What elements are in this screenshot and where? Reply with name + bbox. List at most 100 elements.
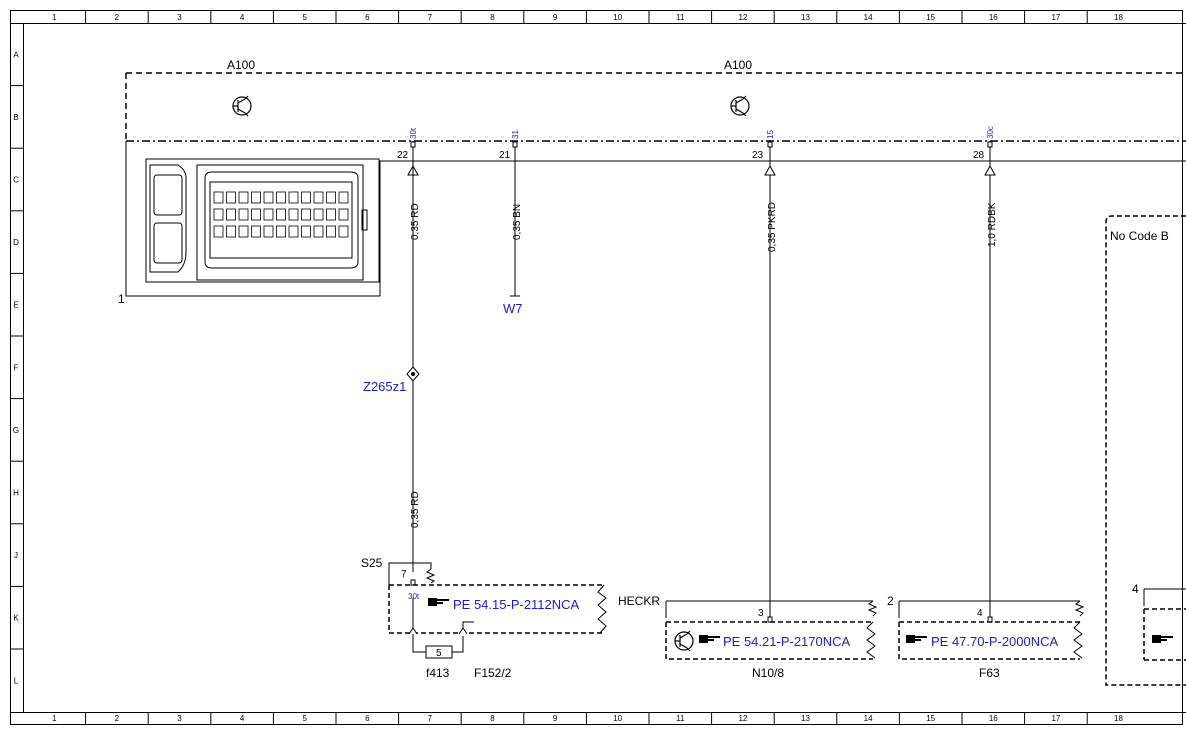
wire-label: 0,35 RD <box>410 203 421 240</box>
pin-21-terminal <box>510 141 520 297</box>
connector-cavity <box>326 208 336 221</box>
grid-row-left: F <box>14 363 19 372</box>
grid-column-top: 5 <box>302 13 307 22</box>
wire-label: 0,35 PKRD <box>767 202 778 252</box>
connector-number: 1 <box>118 292 125 306</box>
connector-cavity <box>251 225 261 238</box>
connector-cavity <box>313 225 324 238</box>
fuse-box-s25 <box>388 562 607 659</box>
module-label-left: A100 <box>227 58 255 72</box>
pin-number: 21 <box>499 150 511 161</box>
grid-column-bottom: 13 <box>801 714 810 723</box>
hand-pointer-icon <box>428 598 449 606</box>
grid-column-bottom: 9 <box>553 714 558 723</box>
grid-column-bottom: 17 <box>1051 714 1060 723</box>
connector-cavity <box>338 225 349 238</box>
pin-23-terminal <box>764 141 776 618</box>
connector-cavity <box>226 208 236 221</box>
grid-column-bottom: 15 <box>926 714 935 723</box>
grid-column-top: 12 <box>738 13 747 22</box>
pin-signal: 30c <box>986 126 995 139</box>
connector-cavity <box>238 191 249 204</box>
grid-column-top: 16 <box>989 13 998 22</box>
grid-row-left: J <box>14 551 18 560</box>
no-code-component <box>1143 588 1186 661</box>
grid-column-bottom: 10 <box>613 714 622 723</box>
connector-cavity <box>288 208 299 221</box>
grid-row-left: B <box>13 113 18 122</box>
grid-column-top: 9 <box>553 13 558 22</box>
wire-label: 0,35 RD <box>410 491 421 528</box>
grid-column-top: 17 <box>1051 13 1060 22</box>
grid-column-top: 1 <box>52 13 57 22</box>
grid-markers: 1122334455667788991010111112121313141415… <box>10 10 1123 725</box>
ground-link[interactable]: W7 <box>503 301 523 316</box>
component-n10-8 <box>665 600 878 660</box>
grid-row-left: L <box>14 676 19 685</box>
grid-row-left: A <box>13 50 19 59</box>
f63-ref-link[interactable]: PE 47.70-P-2000NCA <box>931 634 1059 649</box>
connector-cavity <box>313 208 324 221</box>
grid-column-bottom: 4 <box>240 714 245 723</box>
f63-connector: 2 <box>887 594 894 608</box>
fuse-box-signal: 30t <box>408 592 420 601</box>
grid-row-left: D <box>13 238 19 247</box>
wire-label: 1,0 RDBK <box>987 202 998 247</box>
grid-row-left: H <box>13 489 19 498</box>
grid-column-bottom: 1 <box>52 714 57 723</box>
grid-column-bottom: 16 <box>989 714 998 723</box>
pin-22-terminal <box>407 141 419 572</box>
connector-cavity <box>263 191 274 204</box>
pin-signal: 31 <box>511 130 520 139</box>
connector-cavity <box>301 191 311 204</box>
splice-link[interactable]: Z265z1 <box>363 379 406 394</box>
transistor-icon <box>730 95 750 117</box>
grid-column-bottom: 5 <box>302 714 307 723</box>
grid-column-bottom: 8 <box>490 714 495 723</box>
connector-number: 4 <box>1132 582 1139 596</box>
grid-column-bottom: 6 <box>365 714 370 723</box>
connector-cavity <box>251 208 261 221</box>
hand-pointer-icon <box>906 635 927 643</box>
pin-signal: 15 <box>766 130 775 139</box>
grid-column-top: 15 <box>926 13 935 22</box>
fuse-box-name: S25 <box>361 556 383 570</box>
n10-ref-link[interactable]: PE 54.21-P-2170NCA <box>723 634 851 649</box>
connector-cavity <box>251 191 261 204</box>
drawing-frame <box>10 10 1186 725</box>
n10-component: N10/8 <box>752 666 784 680</box>
splice-symbol <box>406 366 420 382</box>
no-code-label: No Code B <box>1110 229 1169 243</box>
n10-pin: 3 <box>758 608 764 619</box>
connector-cavity <box>276 208 286 221</box>
connector-cavity <box>301 225 311 238</box>
grid-column-bottom: 3 <box>177 714 182 723</box>
pin-28-terminal <box>984 141 996 618</box>
pin-number: 22 <box>397 150 409 161</box>
grid-column-top: 4 <box>240 13 245 22</box>
grid-column-bottom: 7 <box>428 714 433 723</box>
transistor-icon <box>674 630 694 652</box>
grid-row-left: E <box>13 301 18 310</box>
grid-column-bottom: 2 <box>115 714 120 723</box>
connector-cavity <box>326 225 336 238</box>
connector-cavities <box>213 191 349 238</box>
fuse-value: 5 <box>436 648 442 659</box>
wire-label: 0,35 BN <box>512 204 523 240</box>
connector-cavity <box>326 191 336 204</box>
grid-column-top: 8 <box>490 13 495 22</box>
fuse-box-pin: 7 <box>401 569 407 580</box>
pin-number: 28 <box>973 150 985 161</box>
n10-label: HECKR <box>618 594 660 608</box>
hand-pointer-icon <box>1152 635 1173 643</box>
pin-number: 23 <box>752 150 764 161</box>
module-label-right: A100 <box>724 58 752 72</box>
connector-cavity <box>288 225 299 238</box>
fuse-box-ref-link[interactable]: PE 54.15-P-2112NCA <box>453 597 580 612</box>
grid-column-top: 10 <box>613 13 622 22</box>
connector-cavity <box>226 225 236 238</box>
grid-row-left: G <box>13 426 19 435</box>
transistor-icon <box>232 95 252 117</box>
connector-cavity <box>276 225 286 238</box>
